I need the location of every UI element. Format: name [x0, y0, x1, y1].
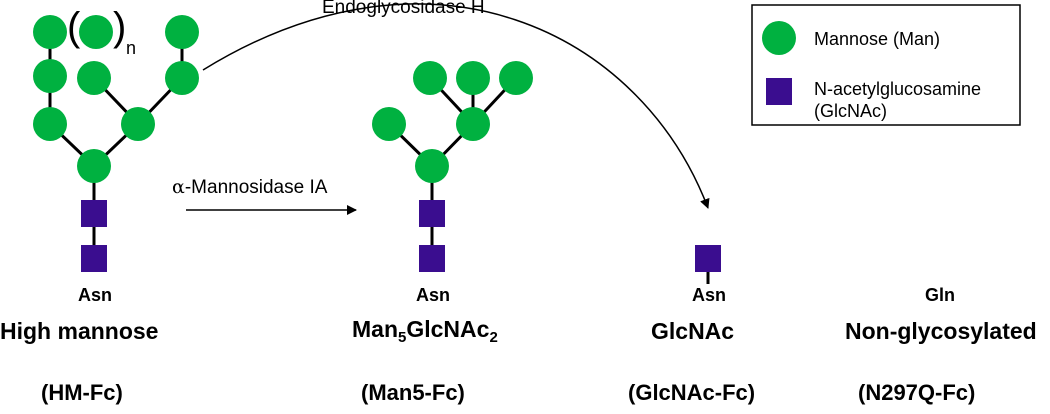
name-subscript: 5: [398, 329, 407, 346]
mannose-residue: [77, 149, 111, 183]
glcnac-residue: [419, 245, 445, 272]
mannose-residue: [79, 15, 113, 49]
legend-box: [751, 4, 1021, 126]
mannose-residue: [456, 61, 490, 95]
mannose-residue: [413, 61, 447, 95]
legend-glcnac-label-line1: N-acetylglucosamine: [814, 79, 982, 99]
mannosidase-name: -Mannosidase IA: [184, 177, 328, 198]
glycoform-code: (GlcNAc-Fc): [628, 380, 756, 405]
mannose-residue: [165, 61, 199, 95]
glcnac-glycan: [695, 245, 721, 284]
residue-label: Asn: [78, 285, 113, 305]
high-mannose-glycan: [33, 15, 199, 272]
glycoform-name: GlcNAc: [651, 318, 735, 344]
glcnac-residue: [695, 245, 721, 272]
repeat-open-paren: (: [67, 5, 81, 49]
name-subscript: 2: [489, 329, 498, 346]
residue-label: Asn: [416, 285, 451, 305]
residue-label: Asn: [692, 285, 727, 305]
legend-mannose-label: Mannose (Man): [814, 29, 941, 49]
glycoform-code: (Man5-Fc): [361, 380, 465, 405]
legend-border: [751, 4, 1021, 126]
mannose-residue: [33, 107, 67, 141]
glcnac-residue: [81, 200, 107, 227]
mannose-residue: [456, 107, 490, 141]
mannose-residue: [415, 149, 449, 183]
repeat-subscript: n: [126, 38, 137, 58]
mannose-residue: [372, 107, 406, 141]
legend-glcnac-icon: [766, 78, 792, 105]
glycoform-code: (HM-Fc): [41, 380, 123, 405]
man5-bonds: [387, 76, 518, 262]
glycoform-name: High mannose: [0, 318, 159, 344]
alpha-symbol: α: [172, 176, 185, 198]
glcnac-residue: [419, 200, 445, 227]
glycoform-code: (N297Q-Fc): [858, 380, 976, 405]
legend-glcnac-label-line2: (GlcNAc): [814, 101, 887, 121]
name-part: Man: [352, 316, 398, 342]
mannose-residue: [77, 61, 111, 95]
mannose-residue: [121, 107, 155, 141]
legend-mannose-icon: [762, 21, 796, 55]
mannose-residue: [33, 15, 67, 49]
mannose-residue: [33, 59, 67, 93]
endoglycosidase-label: Endoglycosidase H: [322, 0, 485, 18]
mannosidase-label: α-Mannosidase IA: [172, 176, 327, 199]
glycoform-name: Non-glycosylated: [845, 318, 1037, 344]
glycoform-name: Man5GlcNAc2: [352, 316, 498, 346]
repeat-close-paren: ): [113, 5, 127, 49]
mannose-residue: [165, 15, 199, 49]
glcnac-residue: [81, 245, 107, 272]
high-mannose-bonds: [48, 32, 184, 262]
mannose-residue: [499, 61, 533, 95]
man5-glycan: [372, 61, 533, 272]
residue-label: Gln: [925, 285, 955, 305]
name-part: GlcNAc: [406, 316, 490, 342]
endoglycosidase-arrow: [202, 3, 710, 209]
